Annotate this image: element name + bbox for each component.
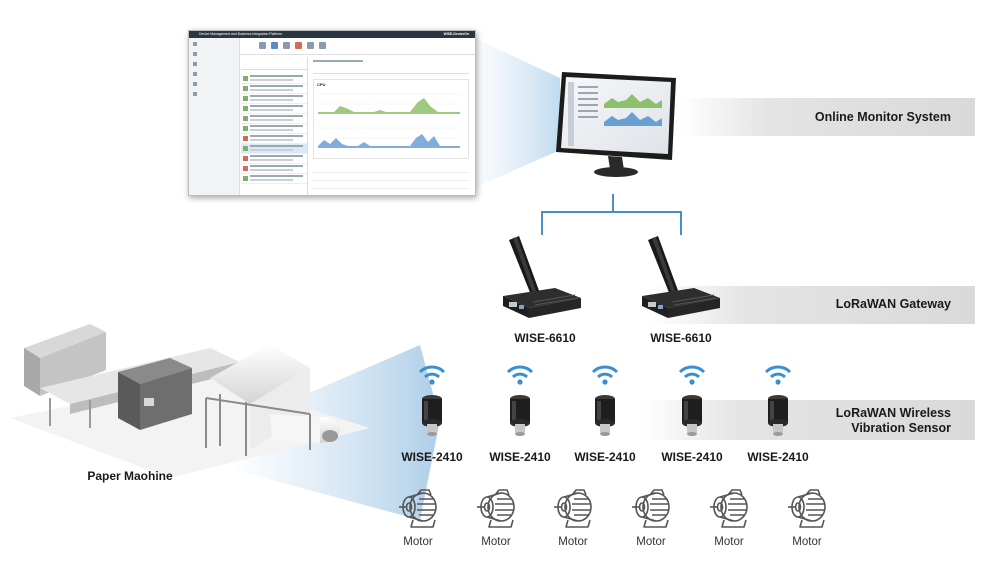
paper-machine-label: Paper Maohine: [87, 469, 173, 483]
connector-left-drop: [541, 211, 543, 235]
device-row: [241, 134, 307, 144]
vibration-sensor-icon: [682, 395, 702, 436]
connector-vertical: [612, 194, 614, 212]
motor-icon: [788, 489, 826, 528]
layer-label-monitor: Online Monitor System: [814, 110, 951, 124]
sidebar-item: [192, 80, 236, 88]
sidebar-item: [192, 70, 236, 78]
layer-label-sensor-line2: Vibration Sensor: [851, 421, 951, 435]
sensor-label: WISE-2410: [401, 450, 463, 464]
motor-label: Motor: [481, 536, 511, 548]
motor-icon: [632, 489, 670, 528]
monitor-icon: [556, 72, 676, 177]
toolbar-icon: [271, 42, 278, 49]
wifi-signal-icon: [678, 365, 706, 385]
sensor-label: WISE-2410: [574, 450, 636, 464]
gateway-device-icon: [642, 236, 720, 318]
gateway-device-icon: [503, 236, 581, 318]
device-row: [241, 174, 307, 184]
device-row: [241, 164, 307, 174]
paper-machine-illustration: [10, 324, 370, 478]
device-row: [241, 94, 307, 104]
sensor-label: WISE-2410: [489, 450, 551, 464]
sidebar-item: [192, 90, 236, 98]
toolbar-icon: [319, 42, 326, 49]
toolbar-icon: [283, 42, 290, 49]
motor-icon: [399, 489, 437, 528]
sidebar-item: [192, 60, 236, 68]
connector-right-drop: [680, 211, 682, 235]
wifi-signal-icon: [764, 365, 792, 385]
sensor-label: WISE-2410: [661, 450, 723, 464]
screenshot-sidebar: [189, 38, 240, 195]
wifi-signal-icon: [591, 365, 619, 385]
screenshot-title: Device Management and Business Integrati…: [199, 32, 282, 36]
motor-label: Motor: [714, 536, 744, 548]
cpu-chart: CPU: [313, 79, 469, 159]
sidebar-item: [192, 40, 236, 48]
gateway-label: WISE-6610: [650, 331, 712, 345]
toolbar-icon: [307, 42, 314, 49]
motor-icon: [554, 489, 592, 528]
toolbar-icon: [295, 42, 302, 49]
sensor-label: WISE-2410: [747, 450, 809, 464]
device-row: [241, 144, 307, 154]
vibration-sensor-icon: [422, 395, 442, 436]
cpu-chart-plot: [318, 93, 460, 148]
screenshot-titlebar: Device Management and Business Integrati…: [189, 31, 475, 38]
motor-icon: [477, 489, 515, 528]
sidebar-item: [192, 50, 236, 58]
wifi-signal-icon: [418, 365, 446, 385]
motor-label: Motor: [558, 536, 588, 548]
screenshot-brand: WISE-DeviceOn: [443, 32, 469, 36]
cpu-chart-title: CPU: [317, 82, 326, 87]
platform-screenshot: Device Management and Business Integrati…: [188, 30, 476, 196]
vibration-sensor-icon: [768, 395, 788, 436]
motor-label: Motor: [636, 536, 666, 548]
device-row: [241, 74, 307, 84]
vibration-sensor-icon: [595, 395, 615, 436]
layer-label-sensor-line1: LoRaWAN Wireless: [835, 406, 951, 420]
screenshot-detail-pane: CPU: [309, 57, 471, 195]
connector-horizontal: [541, 211, 682, 213]
vibration-sensor-icon: [510, 395, 530, 436]
motor-label: Motor: [403, 536, 433, 548]
device-row: [241, 154, 307, 164]
layer-bar-monitor: [680, 98, 975, 136]
device-row: [241, 84, 307, 94]
layer-label-gateway: LoRaWAN Gateway: [835, 297, 951, 311]
motor-icon: [710, 489, 748, 528]
motor-label: Motor: [792, 536, 822, 548]
screenshot-toolbar: [239, 38, 475, 55]
toolbar-icon: [259, 42, 266, 49]
gateway-label: WISE-6610: [514, 331, 576, 345]
device-row: [241, 114, 307, 124]
device-row: [241, 124, 307, 134]
device-row: [241, 104, 307, 114]
screenshot-device-list: [241, 57, 308, 195]
wifi-signal-icon: [506, 365, 534, 385]
